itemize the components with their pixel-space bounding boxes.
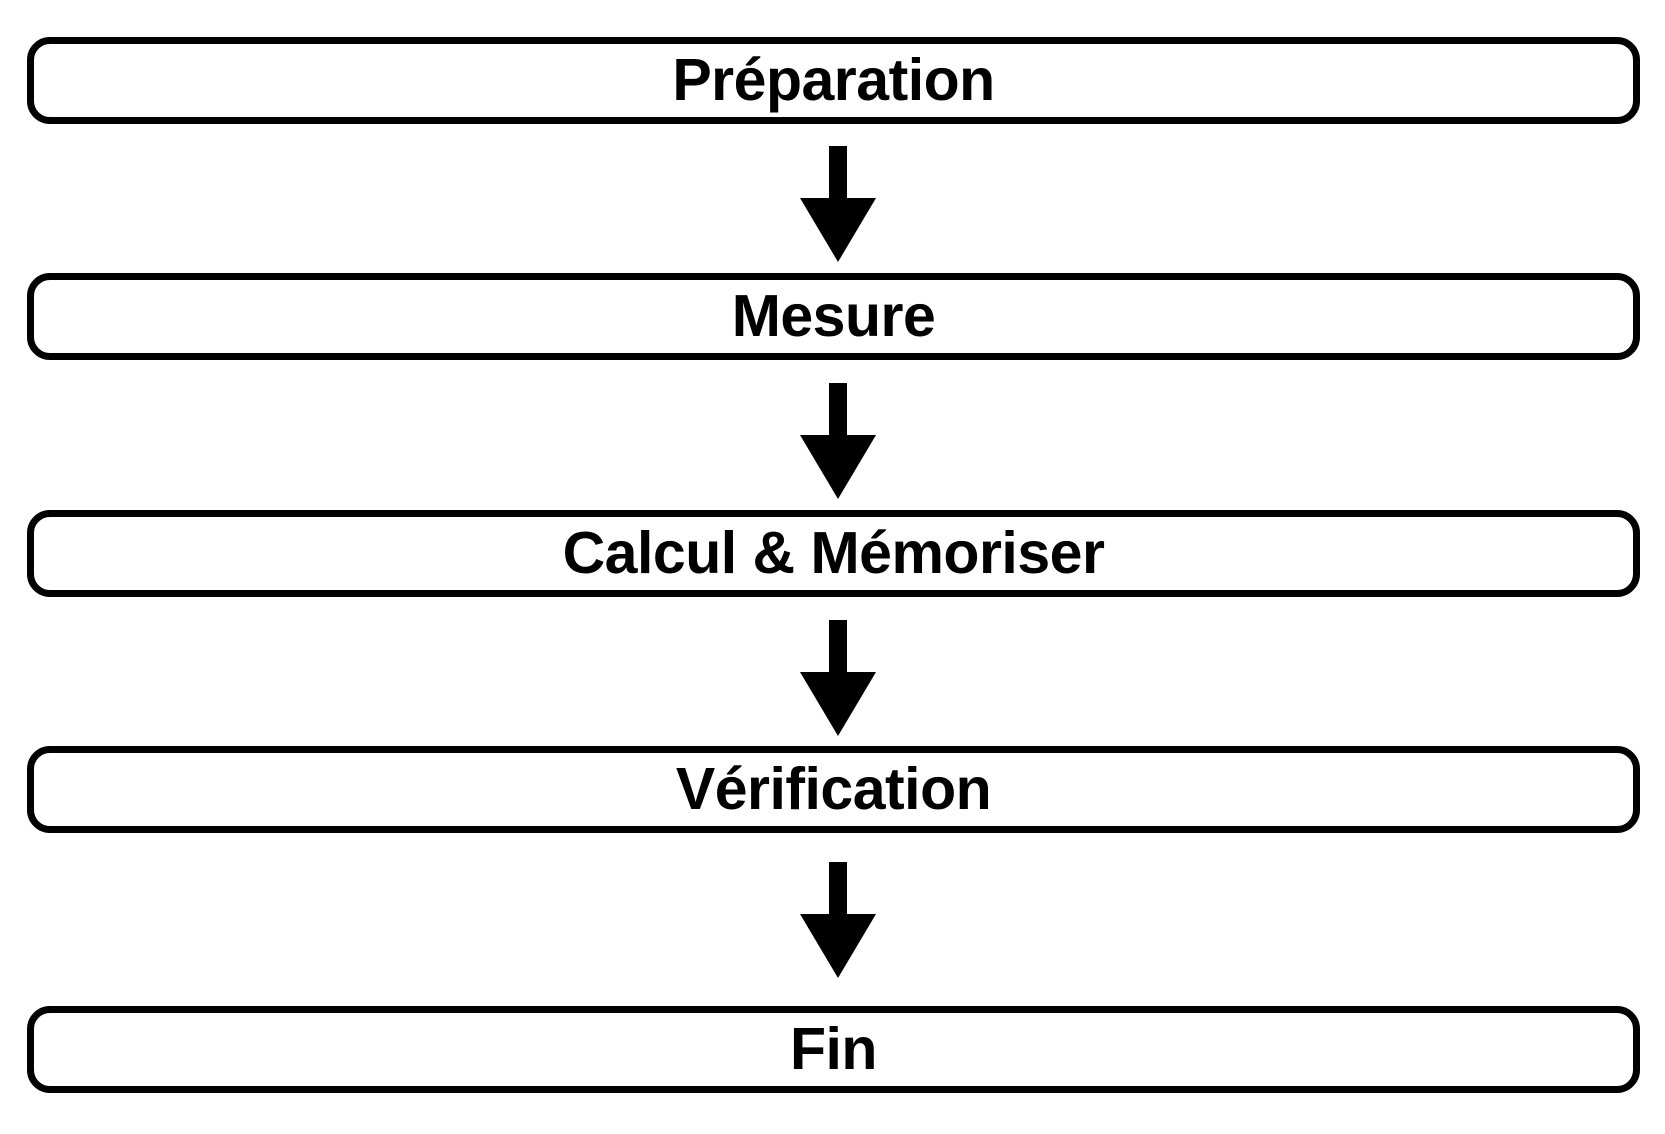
flow-arrow-verification-to-fin	[798, 862, 878, 980]
flow-node-label: Mesure	[731, 283, 936, 349]
flow-node-label: Calcul & Mémoriser	[562, 520, 1105, 586]
flow-node-mesure[interactable]: Mesure	[27, 273, 1640, 360]
flow-node-label: Préparation	[672, 47, 995, 113]
flow-arrow-preparation-to-mesure	[798, 146, 878, 264]
flow-node-label: Vérification	[675, 756, 992, 822]
flow-node-verification[interactable]: Vérification	[27, 746, 1640, 833]
flow-arrow-calcul-to-verification	[798, 620, 878, 738]
flow-node-fin[interactable]: Fin	[27, 1006, 1640, 1093]
flow-node-calcul-memoriser[interactable]: Calcul & Mémoriser	[27, 510, 1640, 597]
arrow-down-icon	[800, 383, 876, 499]
arrow-down-icon	[800, 862, 876, 978]
flow-node-label: Fin	[790, 1016, 877, 1082]
arrow-down-icon	[800, 620, 876, 736]
arrow-down-icon	[800, 146, 876, 262]
flow-node-preparation[interactable]: Préparation	[27, 37, 1640, 124]
flow-arrow-mesure-to-calcul	[798, 383, 878, 501]
